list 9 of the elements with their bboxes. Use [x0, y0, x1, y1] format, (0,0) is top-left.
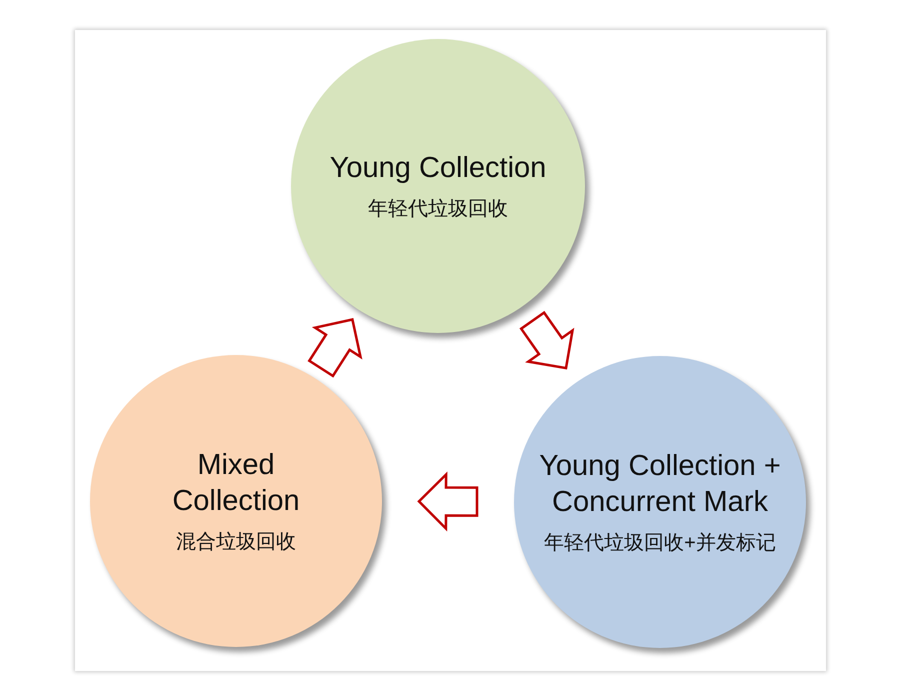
- node-subtitle: 年轻代垃圾回收: [368, 197, 508, 222]
- node-title: Young Collection: [328, 151, 548, 186]
- node-title: Mixed Collection: [171, 448, 301, 519]
- block-arrow: [519, 310, 574, 370]
- node-subtitle: 年轻代垃圾回收+并发标记: [544, 531, 776, 556]
- block-arrow: [417, 471, 478, 532]
- node-title: Young Collection + Concurrent Mark: [538, 449, 782, 520]
- node-subtitle: 混合垃圾回收: [176, 530, 296, 555]
- block-arrow: [308, 318, 362, 378]
